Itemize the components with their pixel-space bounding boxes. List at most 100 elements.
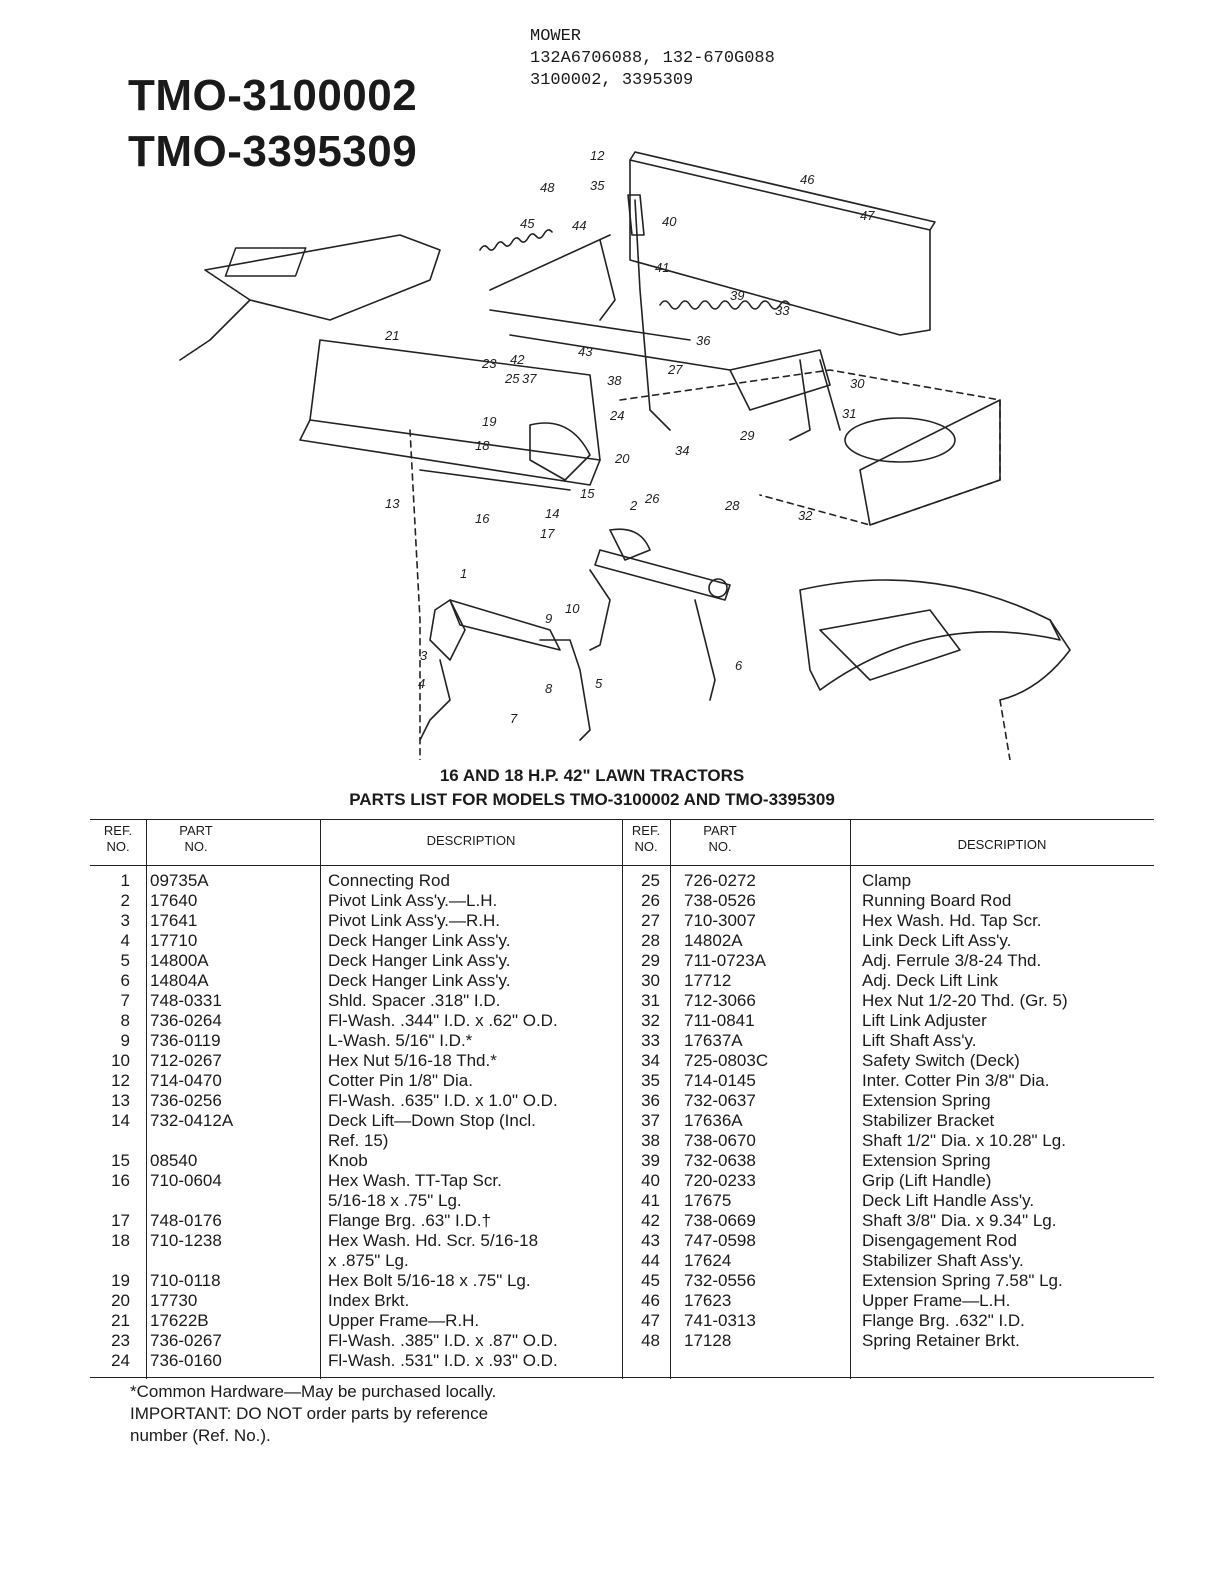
row-ref: 46 [641, 1291, 660, 1310]
footnote-line-3: number (Ref. No.). [130, 1426, 271, 1445]
row-desc: Flange Brg. .632" I.D. [862, 1311, 1025, 1330]
row-desc: Disengagement Rod [862, 1231, 1017, 1250]
row-ref: 13 [111, 1091, 130, 1110]
row-ref: 37 [641, 1111, 660, 1130]
row-part: 736-0119 [150, 1031, 221, 1050]
row-ref: 24 [111, 1351, 130, 1370]
row-desc: Upper Frame—R.H. [328, 1311, 480, 1330]
ref-label: 20 [614, 451, 630, 466]
row-part: 710-0604 [150, 1171, 222, 1190]
ref-label: 41 [655, 260, 669, 275]
row-part: 711-0841 [684, 1011, 755, 1030]
row-ref: 27 [641, 911, 660, 930]
ref-label: 43 [578, 344, 593, 359]
row-part: 741-0313 [684, 1311, 756, 1330]
row-desc: Lift Link Adjuster [862, 1011, 987, 1030]
row-ref: 32 [641, 1011, 660, 1030]
row-ref: 16 [111, 1171, 130, 1190]
ref-label: 27 [667, 362, 683, 377]
ref-label: 39 [730, 288, 744, 303]
ref-label: 14 [545, 506, 559, 521]
row-part: 712-3066 [684, 991, 756, 1010]
ref-label: 42 [510, 352, 525, 367]
row-ref: 47 [641, 1311, 660, 1330]
row-desc: Shaft 3/8" Dia. x 9.34" Lg. [862, 1211, 1057, 1230]
header-ref-right: REF. NO. [631, 823, 661, 854]
row-part: 710-1238 [150, 1231, 222, 1250]
row-ref: 10 [111, 1051, 130, 1070]
ref-label: 31 [842, 406, 856, 421]
row-desc: Hex Nut 5/16-18 Thd.* [328, 1051, 497, 1070]
ref-label: 29 [739, 428, 754, 443]
row-ref: 41 [641, 1191, 660, 1210]
row-desc: Grip (Lift Handle) [862, 1171, 992, 1190]
ref-label: 3 [420, 648, 428, 663]
row-part: 14800A [150, 951, 209, 970]
ref-label: 45 [520, 216, 535, 231]
row-ref: 23 [111, 1331, 130, 1350]
ref-label: 1 [460, 566, 467, 581]
row-part: 732-0412A [150, 1111, 234, 1130]
ref-label: 30 [850, 376, 865, 391]
row-desc: Index Brkt. [328, 1291, 410, 1310]
ref-label: 25 [504, 371, 520, 386]
row-ref: 28 [641, 931, 660, 950]
row-ref: 26 [641, 891, 660, 910]
row-desc: Link Deck Lift Ass'y. [862, 931, 1012, 950]
row-ref: 18 [111, 1231, 130, 1250]
row-desc: Deck Lift Handle Ass'y. [862, 1191, 1035, 1210]
row-desc: x .875" Lg. [328, 1251, 409, 1270]
mower-model-numbers-2: 3100002, 3395309 [530, 71, 694, 90]
table-row: 47 741-0313 Flange Brg. .632" I.D. [622, 1311, 1154, 1331]
row-part: 725-0803C [684, 1051, 769, 1070]
row-part: 738-0526 [684, 891, 756, 910]
pivot-link-lh [449, 599, 561, 651]
ref-label: 21 [384, 328, 399, 343]
row-ref: 4 [120, 931, 130, 950]
header-part-right: PART NO. [703, 823, 737, 854]
upper-frame-lh [629, 159, 931, 336]
row-part: 711-0723A [684, 951, 766, 970]
parts-list-table: REF. NO. PART NO. DESCRIPTION REF. NO. P… [90, 819, 1154, 1379]
row-ref: 12 [111, 1071, 130, 1090]
footnote: *Common Hardware—May be purchased locall… [130, 1381, 496, 1447]
row-part: 17730 [150, 1291, 198, 1310]
table-row: 32 711-0841 Lift Link Adjuster [622, 1011, 1154, 1031]
row-part: 736-0267 [150, 1331, 222, 1350]
row-desc: Cotter Pin 1/8" Dia. [328, 1071, 473, 1090]
row-ref: 3 [120, 911, 130, 930]
ref-label: 47 [860, 208, 875, 223]
row-desc: Stabilizer Bracket [862, 1111, 995, 1130]
row-desc: Running Board Rod [862, 891, 1012, 910]
model-title-2: TMO-3395309 [128, 127, 418, 176]
header-desc-left: DESCRIPTION [426, 833, 516, 848]
row-desc: Fl-Wash. .531" I.D. x .93" O.D. [328, 1351, 558, 1370]
ref-label: 8 [545, 681, 553, 696]
row-desc: Fl-Wash. .344" I.D. x .62" O.D. [328, 1011, 558, 1030]
row-part: 17710 [150, 931, 198, 950]
row-part: 736-0160 [150, 1351, 222, 1370]
row-part: 17712 [684, 971, 732, 990]
row-part: 748-0331 [150, 991, 222, 1010]
mower-model-numbers: 132A6706088, 132-670G088 [530, 49, 775, 68]
row-desc: 5/16-18 x .75" Lg. [328, 1191, 462, 1210]
row-desc: Lift Shaft Ass'y. [862, 1031, 977, 1050]
row-ref: 15 [111, 1151, 130, 1170]
